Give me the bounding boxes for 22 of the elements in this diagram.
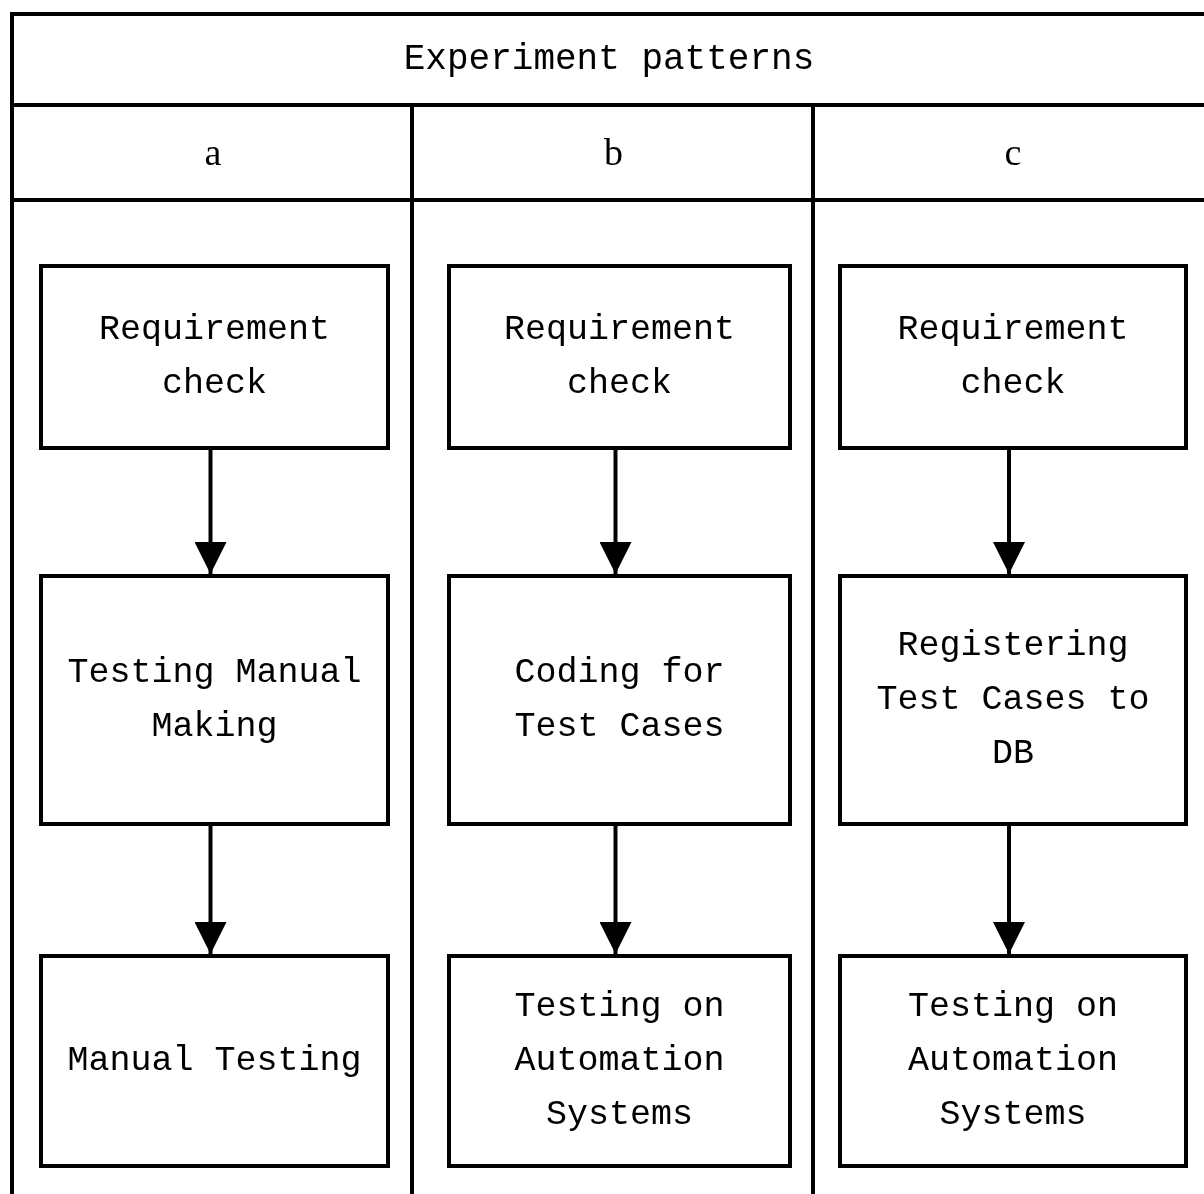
column	[10, 105, 412, 1194]
arrow	[599, 450, 632, 574]
process-box: Testing Manual Making	[39, 574, 390, 826]
process-box: Manual Testing	[39, 954, 390, 1168]
column-heading: a	[14, 105, 412, 202]
process-box: Requirement check	[39, 264, 390, 450]
process-box: Requirement check	[447, 264, 792, 450]
arrow	[194, 450, 227, 574]
column	[811, 105, 1204, 1194]
process-box: Coding for Test Cases	[447, 574, 792, 826]
process-box: Requirement check	[838, 264, 1188, 450]
process-box: Registering Test Cases to DB	[838, 574, 1188, 826]
column	[410, 105, 813, 1194]
arrow	[993, 450, 1025, 574]
process-box: Testing on Automation Systems	[838, 954, 1188, 1168]
arrow	[993, 826, 1025, 954]
column-heading: b	[414, 105, 813, 202]
table-header: Experiment patterns	[10, 12, 1204, 107]
column-heading: c	[815, 105, 1204, 202]
arrow	[599, 826, 632, 954]
arrow	[194, 826, 227, 954]
process-box: Testing on Automation Systems	[447, 954, 792, 1168]
